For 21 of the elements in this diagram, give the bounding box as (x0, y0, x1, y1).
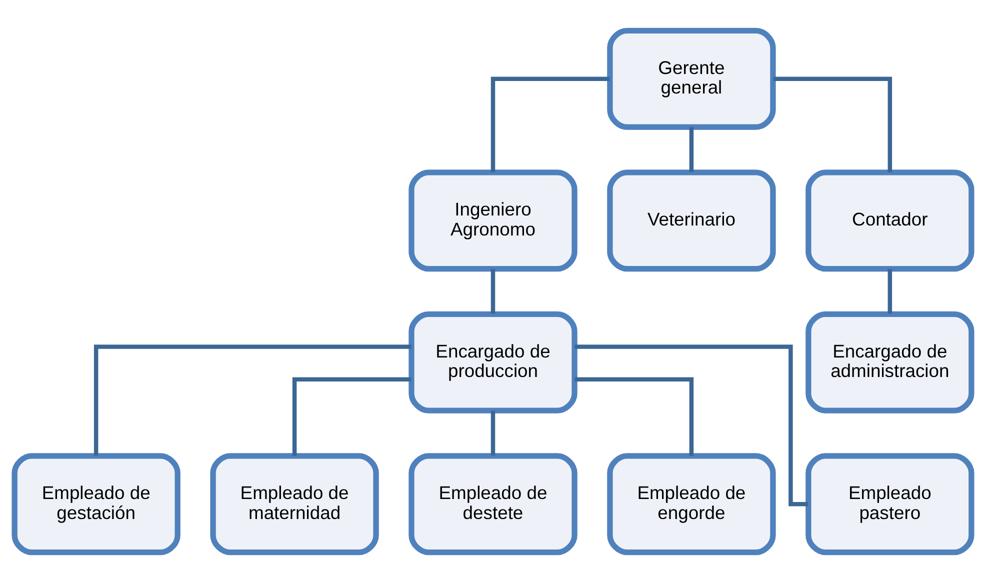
connector (490, 76, 610, 172)
connector (574, 377, 694, 456)
node-box: Empleado pastero (806, 453, 974, 556)
node-box: Veterinario (607, 170, 776, 272)
node-box: Contador (806, 170, 974, 272)
connector (888, 269, 892, 314)
node-box: Empleado de engorde (607, 453, 776, 556)
connector (94, 344, 412, 456)
connector (490, 269, 496, 314)
node-box: Encargado de produccion (408, 311, 578, 414)
node-box: Empleado de maternidad (210, 453, 379, 556)
connector (490, 410, 496, 456)
connector (574, 344, 808, 506)
connector (292, 377, 412, 456)
node-box: Ingeniero Agronomo (408, 170, 578, 272)
connector (773, 76, 892, 172)
node-box: Empleado de destete (408, 453, 578, 556)
connector (689, 127, 694, 172)
node-box: Encargado de administracion (806, 311, 974, 414)
node-box: Gerente general (607, 28, 776, 130)
node-box: Empleado de gestación (12, 453, 180, 556)
